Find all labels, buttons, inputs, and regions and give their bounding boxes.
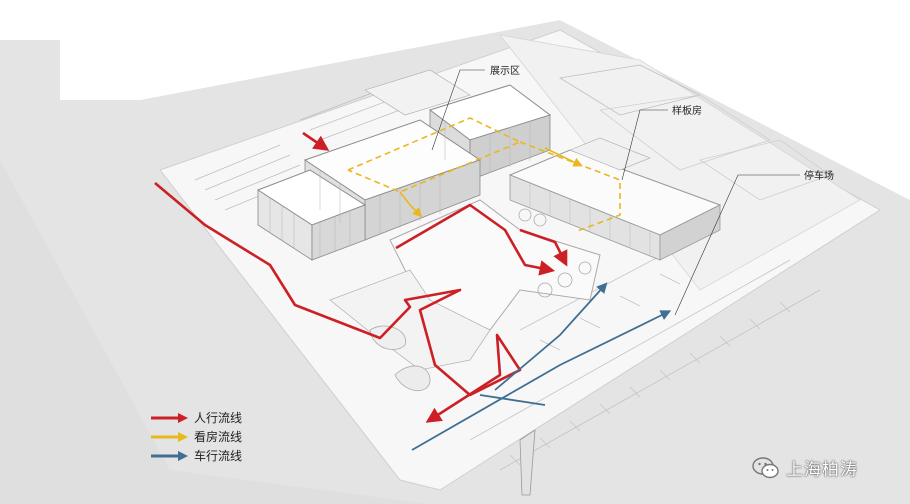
legend-label-pedestrian: 人行流线	[194, 411, 243, 425]
callout-leaders	[431, 69, 800, 316]
sample-house-building	[508, 137, 722, 261]
callout-leader-parking	[674, 174, 800, 316]
watermark: 上海柏涛	[752, 455, 858, 480]
wechat-icon	[752, 456, 779, 478]
red-arrow-icon	[151, 412, 188, 423]
watermark-text: 上海柏涛	[786, 460, 858, 480]
legend-label-viewing: 看房流线	[194, 430, 243, 444]
callout-parking: 停车场	[804, 169, 834, 182]
vehicle-route	[411, 282, 672, 451]
callout-leader-sample-house	[621, 109, 668, 181]
pedestrian-route	[154, 131, 568, 423]
legend-label-vehicle: 车行流线	[194, 449, 243, 463]
legend-item-pedestrian: 人行流线	[150, 408, 300, 427]
callout-sample-house: 样板房	[672, 104, 702, 117]
viewing-route	[347, 117, 621, 233]
legend-item-vehicle: 车行流线	[150, 446, 300, 465]
blue-arrow-icon	[151, 450, 188, 461]
callout-exhibition: 展示区	[490, 65, 520, 77]
yellow-arrow-icon	[151, 431, 188, 442]
callout-leader-exhibition	[431, 69, 485, 151]
legend-item-viewing: 看房流线	[150, 427, 300, 446]
route-legend: 人行流线 看房流线 车行流线	[150, 408, 300, 465]
